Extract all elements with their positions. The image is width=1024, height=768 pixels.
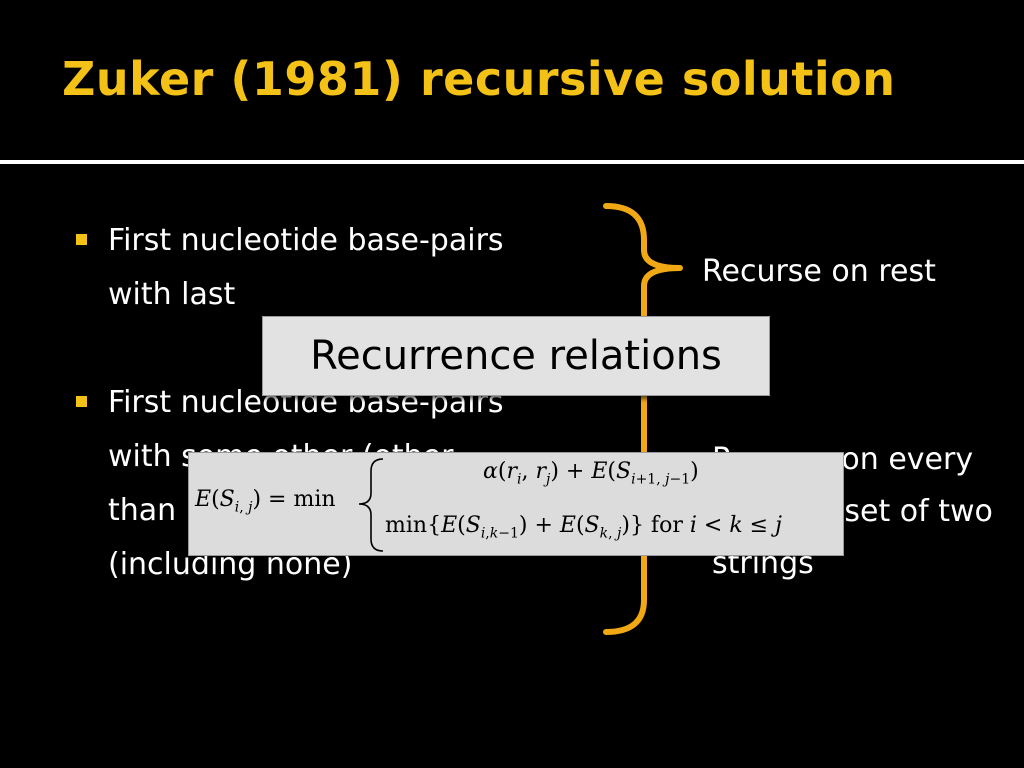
overlay-label-box: Recurrence relations [262, 316, 770, 396]
formula-case-1: α(ri, rj) + E(Si+1, j−1) [483, 459, 699, 488]
bullet-item-1: First nucleotide base-pairs with last [76, 214, 516, 322]
formula-brace-icon [358, 458, 384, 552]
title-divider [0, 160, 1024, 164]
curly-brace-icon [603, 203, 683, 635]
annotation-recurse-rest: Recurse on rest [702, 254, 936, 289]
slide-title: Zuker (1981) recursive solution [62, 52, 896, 106]
formula-case-2: min{E(Si,k−1) + E(Sk, j)} for i < k ≤ j [385, 513, 782, 542]
formula-lhs: E(Si, j) = min [195, 487, 336, 516]
bullet-list: First nucleotide base-pairs with last Fi… [76, 214, 516, 646]
formula-box: E(Si, j) = min α(ri, rj) + E(Si+1, j−1) … [188, 452, 844, 556]
